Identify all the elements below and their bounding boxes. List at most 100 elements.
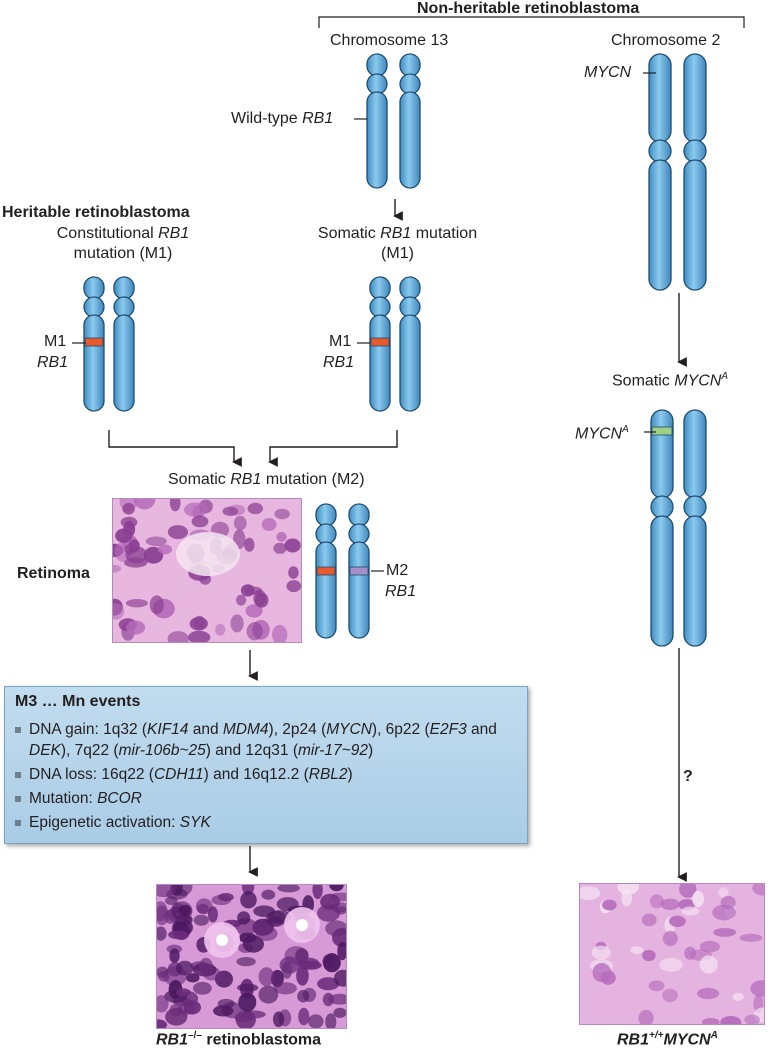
m3-mn-events-box: M3 … Mn events DNA gain: 1q32 (KIF14 and… <box>4 686 528 844</box>
mycna-gene: MYCN <box>575 425 623 443</box>
event-text: ) and 12q31 ( <box>205 742 299 759</box>
event-text: DNA loss: 16q22 ( <box>29 766 154 783</box>
chr2-b-lower-p-arm <box>683 409 707 499</box>
event-text: ) and 16q12.2 ( <box>203 766 309 783</box>
arrow-heritable-to-m2 <box>108 430 242 467</box>
chr13-somatic-b-p-arm <box>399 276 421 300</box>
constitutional-line2: mutation (M1) <box>73 245 173 262</box>
event-text: and <box>466 721 497 738</box>
event-item: DNA gain: 1q32 (KIF14 and MDM4), 2p24 (M… <box>15 719 521 761</box>
retinoma-label: Retinoma <box>17 565 90 582</box>
somatic-m1-prefix: Somatic <box>317 225 381 242</box>
event-item: Epigenetic activation: SYK <box>15 812 521 833</box>
chr13-somatic-m1-a-p-arm <box>369 276 391 300</box>
events-box-title: M3 … Mn events <box>15 693 141 710</box>
chromosome-group <box>83 53 707 647</box>
event-item: Mutation: BCOR <box>15 788 521 809</box>
m1-band-somatic <box>370 337 390 347</box>
somatic-m2-suffix: mutation (M2) <box>261 471 365 488</box>
event-text: ) <box>367 742 374 759</box>
chr2-b-lower-centromere <box>683 495 707 519</box>
chr2-b-centromere <box>683 139 707 163</box>
chr13-somatic-m1-a-q-arm <box>369 314 391 412</box>
chr13-retinoma-a-centromere <box>315 523 337 545</box>
event-text: mir-17~92 <box>298 742 368 759</box>
event-text: SYK <box>179 814 211 831</box>
question-mark: ? <box>683 768 693 785</box>
mycna-label: MYCNA <box>575 424 629 443</box>
rb1-label-right: RB1 <box>323 354 355 371</box>
somatic-mycna-label: Somatic MYCNA <box>612 371 728 390</box>
chr13-heritable-m1-a-centromere <box>83 296 105 318</box>
non-heritable-title: Non-heritable retinoblastoma <box>417 0 640 17</box>
non-heritable-bracket <box>318 16 745 28</box>
retinoma-histology-image <box>104 489 302 647</box>
wildtype-rb1-label: Wild-type RB1 <box>231 110 333 128</box>
event-text: ), 7q22 ( <box>60 742 119 759</box>
wildtype-prefix: Wild-type <box>231 110 303 127</box>
chr2-mycna-a-centromere <box>650 495 674 519</box>
wildtype-gene: RB1 <box>302 110 334 127</box>
event-text: ), 2p24 ( <box>268 721 327 738</box>
somatic-m1-suffix: mutation <box>411 225 478 242</box>
somatic-m2-gene: RB1 <box>230 471 262 488</box>
constitutional-line1: Constitutional RB1 <box>18 225 228 243</box>
event-text: Epigenetic activation: <box>29 814 180 831</box>
arrow-somatic-to-m2 <box>268 430 398 467</box>
rb1-wt-mycn-sup: A <box>710 1030 718 1041</box>
rb1-label-left: RB1 <box>37 354 69 371</box>
chr2-b-q-arm <box>683 159 707 291</box>
somatic-m2-prefix: Somatic <box>168 471 231 488</box>
chr13-wildtype-a-p-arm <box>366 53 388 77</box>
chromosome-13-label: Chromosome 13 <box>330 32 449 49</box>
chr13-heritable-b-q-arm <box>113 314 135 412</box>
mycn-label: MYCN <box>584 64 632 81</box>
somatic-mycna-gene: MYCN <box>674 372 722 390</box>
event-text: MYCN <box>326 721 372 738</box>
event-text: and <box>188 721 223 738</box>
chr13-somatic-m1-a-centromere <box>369 296 391 318</box>
rb1-null-gene: RB1 <box>156 1031 189 1049</box>
chr13-wildtype-b-p-arm <box>399 53 421 77</box>
event-text: RBL2 <box>308 766 348 783</box>
somatic-mycna-sup: A <box>721 371 729 382</box>
chr13-wildtype-a-centromere <box>366 73 388 95</box>
constitutional-gene: RB1 <box>158 225 190 242</box>
event-text: E2F3 <box>429 721 467 738</box>
event-text: DEK <box>29 742 61 759</box>
rb1-label-m2: RB1 <box>385 583 417 600</box>
rb1-null-retinoblastoma-label: RB1–/– retinoblastoma <box>156 1030 321 1049</box>
chr2-a-p-arm <box>648 53 672 143</box>
rb1-null-suffix: retinoblastoma <box>201 1031 322 1049</box>
mycna-band <box>651 426 673 436</box>
chr2-mycna-a-p-arm <box>650 409 674 499</box>
event-text: ) <box>347 766 353 783</box>
chr13-somatic-b-centromere <box>399 296 421 318</box>
m1-label-left: M1 <box>44 333 67 350</box>
event-text: CDH11 <box>153 766 204 783</box>
chr13-wildtype-b-centromere <box>399 73 421 95</box>
chr13-somatic-b-q-arm <box>399 314 421 412</box>
chr13-retinoma-a-p-arm <box>315 503 337 527</box>
events-list: DNA gain: 1q32 (KIF14 and MDM4), 2p24 (M… <box>15 719 521 836</box>
rb1-null-retinoblastoma-image <box>148 877 353 1031</box>
leader-lines <box>72 72 656 572</box>
event-item: DNA loss: 16q22 (CDH11) and 16q12.2 (RBL… <box>15 764 521 785</box>
event-text: ), 6p22 ( <box>371 721 430 738</box>
chr13-heritable-m1-a-p-arm <box>83 276 105 300</box>
somatic-m1-gene: RB1 <box>380 225 412 242</box>
m1-band-retinoma <box>316 566 336 576</box>
chr2-b-lower-q-arm <box>683 515 707 647</box>
chr13-retinoma-b-centromere <box>348 523 370 545</box>
chr2-a-centromere <box>648 139 672 163</box>
event-text: DNA gain: 1q32 ( <box>29 721 148 738</box>
event-text: mir-106b~25 <box>118 742 206 759</box>
somatic-m1-line2: (M1) <box>381 245 414 262</box>
constitutional-prefix: Constitutional <box>56 225 159 242</box>
event-text: Mutation: <box>29 790 98 807</box>
somatic-m2-label: Somatic RB1 mutation (M2) <box>168 471 365 489</box>
somatic-mycna-prefix: Somatic <box>612 372 675 390</box>
chr2-b-p-arm <box>683 53 707 143</box>
rb1-wt-mycna-label: RB1+/+MYCNA <box>617 1030 718 1049</box>
